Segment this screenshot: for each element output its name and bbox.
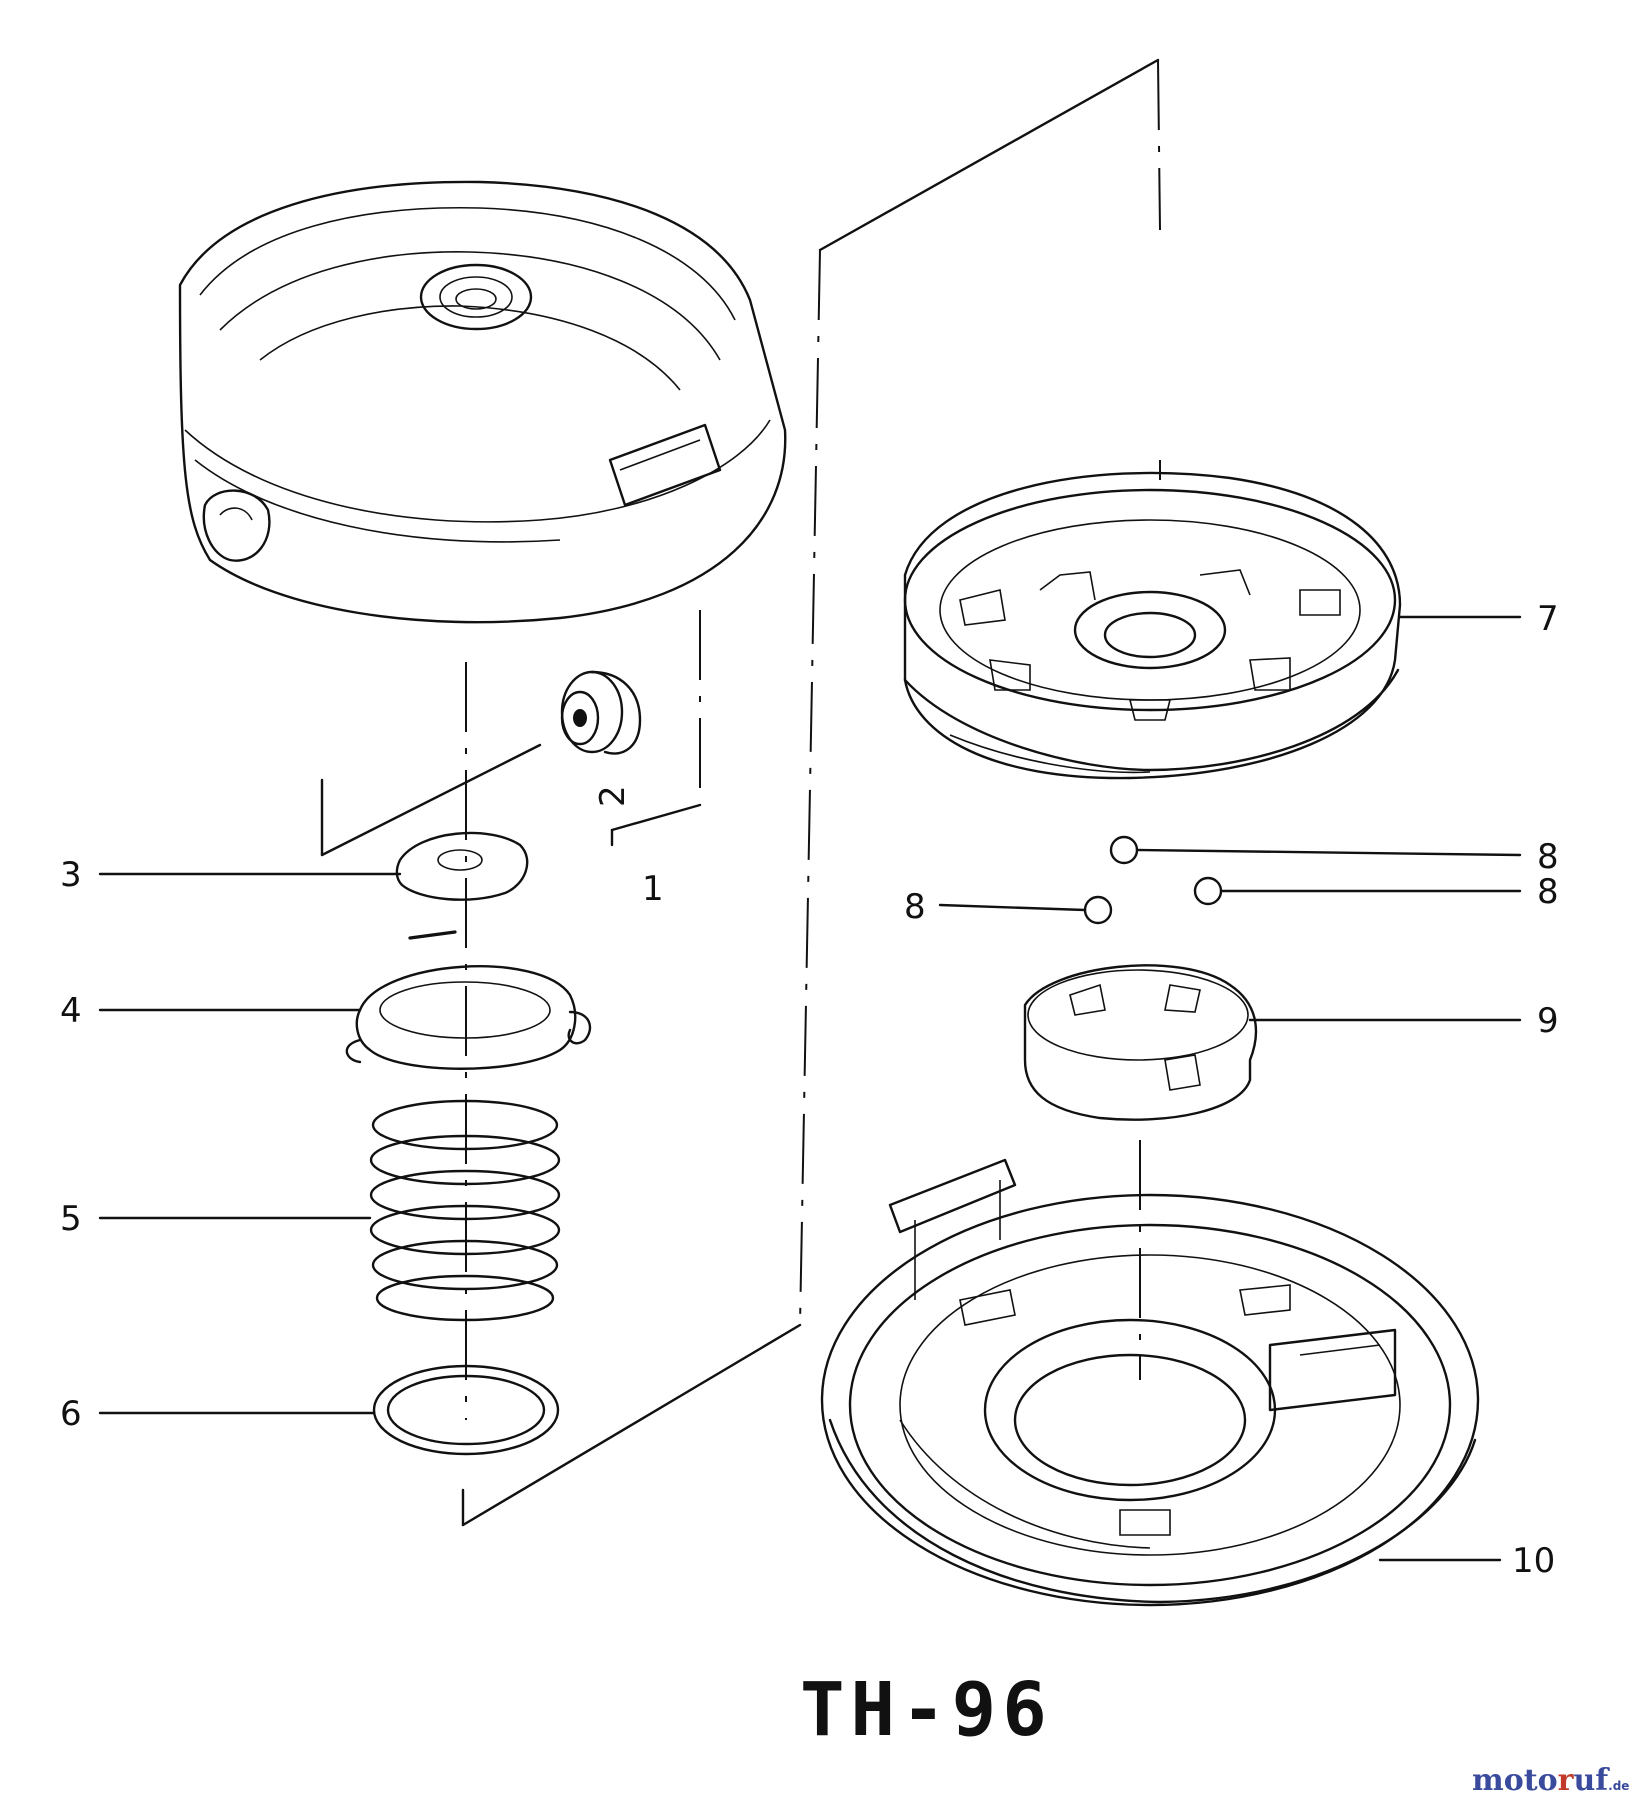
part-cam xyxy=(1023,964,1258,1121)
part-bottom-spool xyxy=(820,1158,1480,1607)
watermark-logo: motoruf.de xyxy=(1472,1763,1629,1798)
callout-8-left: 8 xyxy=(904,887,926,927)
callout-8-top: 8 xyxy=(1537,837,1559,877)
diagram-label: TH-96 xyxy=(800,1667,1053,1753)
callout-1: 1 xyxy=(642,869,664,909)
callout-3: 3 xyxy=(60,855,82,895)
callout-5: 5 xyxy=(60,1199,82,1239)
callout-8-right: 8 xyxy=(1537,872,1559,912)
callout-10: 10 xyxy=(1512,1541,1555,1581)
part-cover-housing xyxy=(178,180,787,624)
svg-text:motoruf.de: motoruf.de xyxy=(1472,1763,1629,1798)
leader-lines xyxy=(98,615,1522,1562)
frame-lines xyxy=(320,58,1160,1527)
part-retainer xyxy=(395,831,529,901)
assembly-axis-lines xyxy=(465,59,1161,1420)
callout-9: 9 xyxy=(1537,1001,1559,1041)
callout-6: 6 xyxy=(60,1394,82,1434)
part-spring-cup xyxy=(345,930,592,1070)
part-spool-hub xyxy=(903,471,1402,780)
callout-2: 2 xyxy=(593,785,633,807)
callouts: 1 2 3 4 5 6 7 8 8 8 9 10 xyxy=(60,599,1559,1581)
part-eyelet xyxy=(560,670,642,755)
callout-7: 7 xyxy=(1537,599,1559,639)
callout-4: 4 xyxy=(60,991,82,1031)
